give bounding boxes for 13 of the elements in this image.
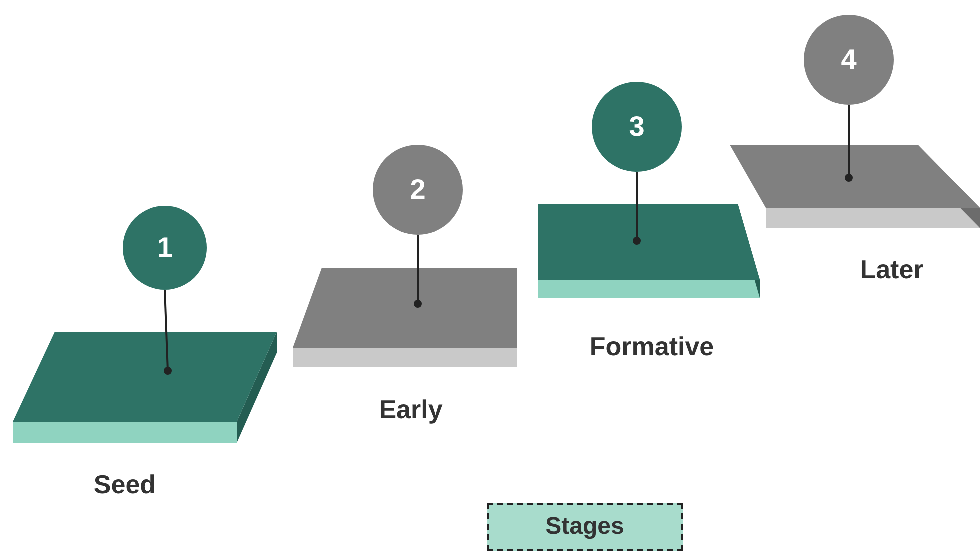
caption-box: Stages: [487, 503, 683, 551]
pin-line: [633, 172, 641, 245]
stage-label: Formative: [590, 332, 714, 362]
stage-label: Seed: [94, 470, 156, 500]
pin-line: [414, 235, 422, 308]
pin-line: [164, 290, 172, 375]
number-circle: 3: [592, 82, 682, 172]
number-circle: 4: [804, 15, 894, 105]
stage-label: Early: [379, 394, 443, 426]
number-circle: 1: [123, 206, 207, 290]
number-circle: 2: [373, 145, 463, 235]
pin-line: [845, 105, 853, 182]
stage-label: Later: [860, 254, 924, 286]
